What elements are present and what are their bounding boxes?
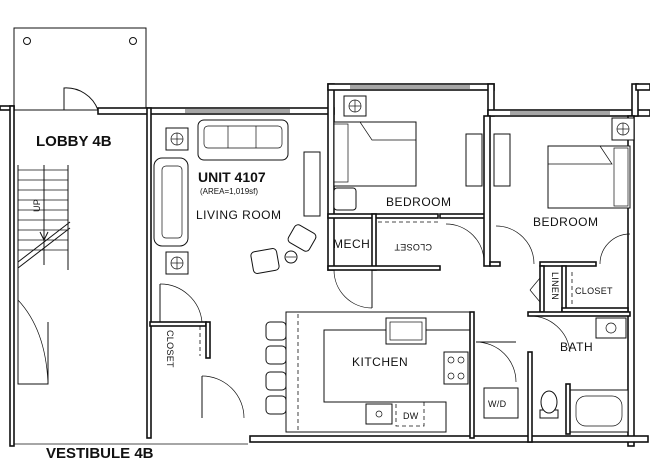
sink	[385, 317, 427, 345]
lobby-label: LOBBY 4B	[36, 133, 112, 150]
stair: UP	[17, 165, 71, 385]
bathtub	[569, 389, 629, 433]
bedroom-2-label: BEDROOM	[533, 215, 599, 229]
dishwasher: DW	[395, 401, 425, 427]
nightstand	[611, 117, 635, 141]
dishwasher-label: DW	[403, 411, 419, 421]
lobby-entry-block	[13, 27, 147, 111]
linen-label: LINEN	[550, 272, 560, 300]
window	[185, 85, 610, 115]
sofa	[153, 157, 189, 247]
hall-closet-label: CLOSET	[575, 286, 613, 296]
kitchen-sink-lower	[365, 403, 393, 425]
bed	[333, 121, 417, 187]
living-room-label: LIVING ROOM	[196, 208, 282, 222]
nightstand	[343, 95, 367, 117]
bath-sink	[595, 317, 627, 339]
living-closet: CLOSET	[149, 283, 211, 368]
dresser	[493, 133, 511, 187]
mech-label: MECH	[333, 237, 370, 251]
stair-up-label: UP	[32, 199, 42, 212]
dresser	[465, 133, 483, 187]
bar-stool	[265, 321, 287, 415]
vestibule-label: VESTIBULE 4B	[46, 445, 154, 462]
unit-area: (AREA=1,019sf)	[200, 187, 258, 196]
bath-label: BATH	[560, 340, 593, 354]
end-table	[165, 251, 189, 275]
washer-dryer: W/D	[483, 387, 519, 419]
desk-chair	[333, 187, 357, 211]
washer-dryer-label: W/D	[488, 399, 507, 409]
end-table	[165, 127, 189, 151]
bedroom-closet-label: CLOSET	[394, 242, 432, 252]
sofa	[197, 119, 289, 161]
toilet	[539, 390, 559, 419]
range	[443, 351, 469, 385]
living-closet-label: CLOSET	[165, 330, 175, 368]
exterior-walls	[0, 83, 650, 447]
unit-title: UNIT 4107	[198, 169, 266, 185]
bedroom-1-label: BEDROOM	[386, 195, 452, 209]
tv-console	[303, 151, 321, 217]
kitchen-label: KITCHEN	[352, 355, 408, 369]
armchair	[250, 224, 317, 274]
bed	[547, 145, 631, 209]
